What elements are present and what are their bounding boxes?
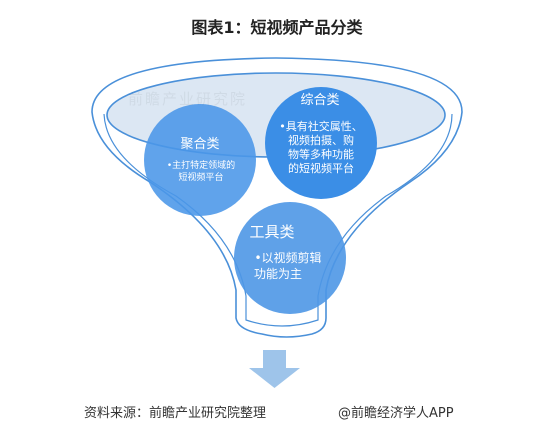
comprehensive-desc-4: 的短视频平台 xyxy=(288,161,354,175)
down-arrow-icon xyxy=(249,350,300,388)
source-note: 资料来源：前瞻产业研究院整理 xyxy=(84,406,267,421)
comprehensive-title: 综合类 xyxy=(300,93,339,108)
tool-desc-1: •以视频剪辑 xyxy=(254,250,321,265)
comprehensive-desc-2: 视频拍摄、购 xyxy=(288,133,354,147)
aggregation-title: 聚合类 xyxy=(180,137,219,152)
brand-credit: @前瞻经济学人APP xyxy=(338,406,454,421)
diagram-title: 图表1：短视频产品分类 xyxy=(191,18,363,37)
aggregation-desc-2: 短视频平台 xyxy=(178,171,223,183)
comprehensive-desc-1: •具有社交属性、 xyxy=(279,119,363,133)
funnel-diagram: 综合类 •具有社交属性、 视频拍摄、购 物等多种功能 的短视频平台 聚合类 •主… xyxy=(91,57,463,388)
watermark: 前瞻产业研究院 xyxy=(128,90,248,108)
comprehensive-desc-3: 物等多种功能 xyxy=(288,147,354,161)
bubble-tool xyxy=(234,202,346,314)
aggregation-desc-1: •主打特定领域的 xyxy=(167,159,235,171)
bubble-aggregation xyxy=(144,104,256,216)
tool-desc-2: 功能为主 xyxy=(254,267,302,281)
tool-title: 工具类 xyxy=(249,223,294,241)
bubble-comprehensive xyxy=(265,87,377,199)
